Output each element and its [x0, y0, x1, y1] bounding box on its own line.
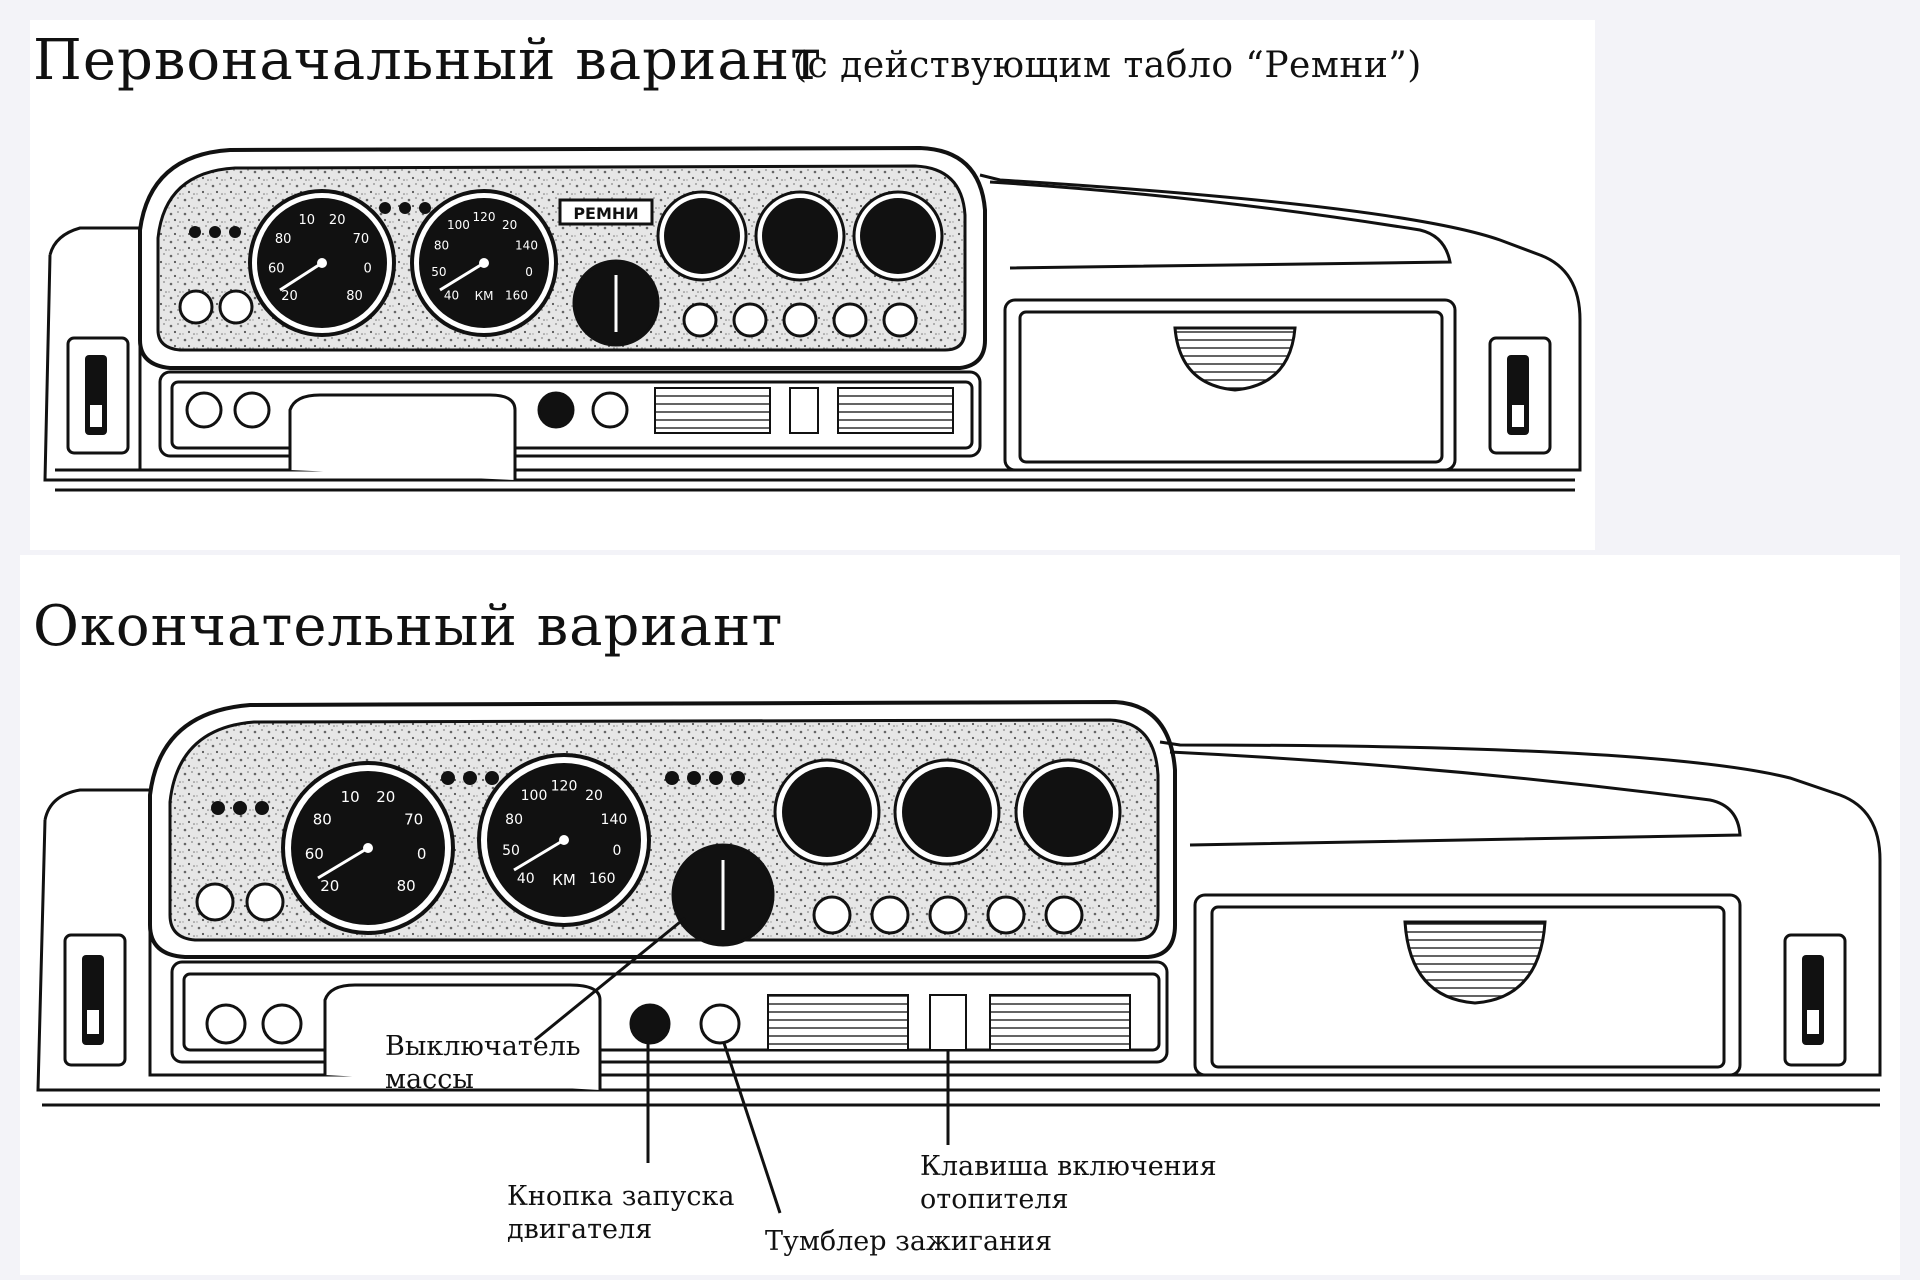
speedometer-gauge [410, 189, 558, 337]
tachometer-tick-label: 80 [275, 232, 292, 247]
speedometer-tick-label: 160 [505, 289, 528, 303]
mass-switch-dial [671, 843, 775, 947]
speedometer-tick-label: 0 [525, 265, 533, 279]
tachometer-gauge [248, 189, 396, 337]
tachometer-tick-label: 70 [353, 232, 370, 247]
callout-heater-key-line1: Клавиша включения [920, 1151, 1217, 1182]
speedometer-tick-label: 80 [434, 238, 449, 252]
final-tachometer-tick-label: 80 [313, 810, 332, 828]
callout-ignition-toggle-text: Тумблер зажигания [765, 1226, 1053, 1257]
panel-knobs [178, 289, 918, 429]
final-speedometer-tick-label: 20 [585, 788, 603, 804]
callout-mass-switch: Выключатель массы [385, 1030, 581, 1096]
tachometer-tick-label: 20 [329, 213, 346, 228]
final-tachometer-tick-label: 70 [404, 810, 423, 828]
final-small-gauges [773, 758, 1122, 866]
speedometer-unit-label: КМ [552, 871, 576, 889]
final-tachometer-gauge [281, 761, 455, 935]
callout-ignition-toggle: Тумблер зажигания [765, 1225, 1052, 1258]
tachometer-tick-label: 60 [268, 262, 285, 277]
belts-warning-label: РЕМНИ [573, 204, 638, 223]
initial-variant-title: Первоначальный вариант [33, 28, 823, 93]
final-speedometer-tick-label: 120 [551, 779, 578, 795]
final-tachometer-tick-label: 60 [305, 845, 324, 863]
final-tachometer-tick-label: 80 [397, 877, 416, 895]
callout-mass-switch-line1: Выключатель [385, 1031, 581, 1062]
clock-gauge [572, 259, 660, 347]
speedometer-tick-label: 20 [502, 218, 517, 232]
callout-start-button-line2: двигателя [507, 1214, 653, 1245]
final-variant-title: Окончательный вариант [33, 594, 784, 659]
callout-start-button: Кнопка запуска двигателя [507, 1180, 735, 1246]
tachometer-tick-label: 0 [364, 262, 372, 277]
small-gauges [656, 190, 944, 282]
final-tachometer-tick-label: 10 [341, 788, 360, 806]
final-speedometer-gauge [477, 753, 651, 927]
callout-start-button-line1: Кнопка запуска [507, 1181, 735, 1212]
speedometer-tick-label: 140 [515, 238, 538, 252]
final-speedometer-tick-label: 80 [505, 812, 523, 828]
final-tachometer-tick-label: 20 [320, 877, 339, 895]
tachometer-tick-label: 10 [299, 213, 316, 228]
final-panel-knobs [195, 882, 1084, 1045]
tachometer-tick-label: 20 [281, 289, 298, 304]
final-tachometer-tick-label: 20 [376, 788, 395, 806]
speedometer-tick-label: 120 [473, 210, 496, 224]
leader-ignition-toggle [722, 1042, 782, 1214]
tachometer-tick-label: 80 [346, 289, 363, 304]
speedometer-tick-label: 100 [447, 218, 470, 232]
callout-heater-key: Клавиша включения отопителя [920, 1150, 1217, 1216]
final-speedometer-tick-label: 40 [517, 871, 535, 887]
final-speedometer-tick-label: 140 [601, 812, 628, 828]
heater-key [929, 994, 967, 1051]
speedometer-unit-label: КМ [475, 289, 494, 303]
start-button-knob [629, 1003, 671, 1045]
callout-heater-key-line2: отопителя [920, 1184, 1069, 1215]
final-speedometer-tick-label: 100 [521, 788, 548, 804]
callout-mass-switch-line2: массы [385, 1064, 474, 1095]
final-tachometer-tick-label: 0 [417, 845, 427, 863]
initial-variant-note: (с действующим табло “Ремни”) [793, 45, 1422, 86]
belts-warning-sign [558, 198, 654, 226]
speedometer-tick-label: 40 [444, 289, 459, 303]
leader-mass-switch [534, 916, 686, 1042]
final-speedometer-tick-label: 0 [613, 843, 622, 859]
final-speedometer-tick-label: 160 [589, 871, 616, 887]
final-speedometer-tick-label: 50 [502, 843, 520, 859]
speedometer-tick-label: 50 [431, 265, 446, 279]
